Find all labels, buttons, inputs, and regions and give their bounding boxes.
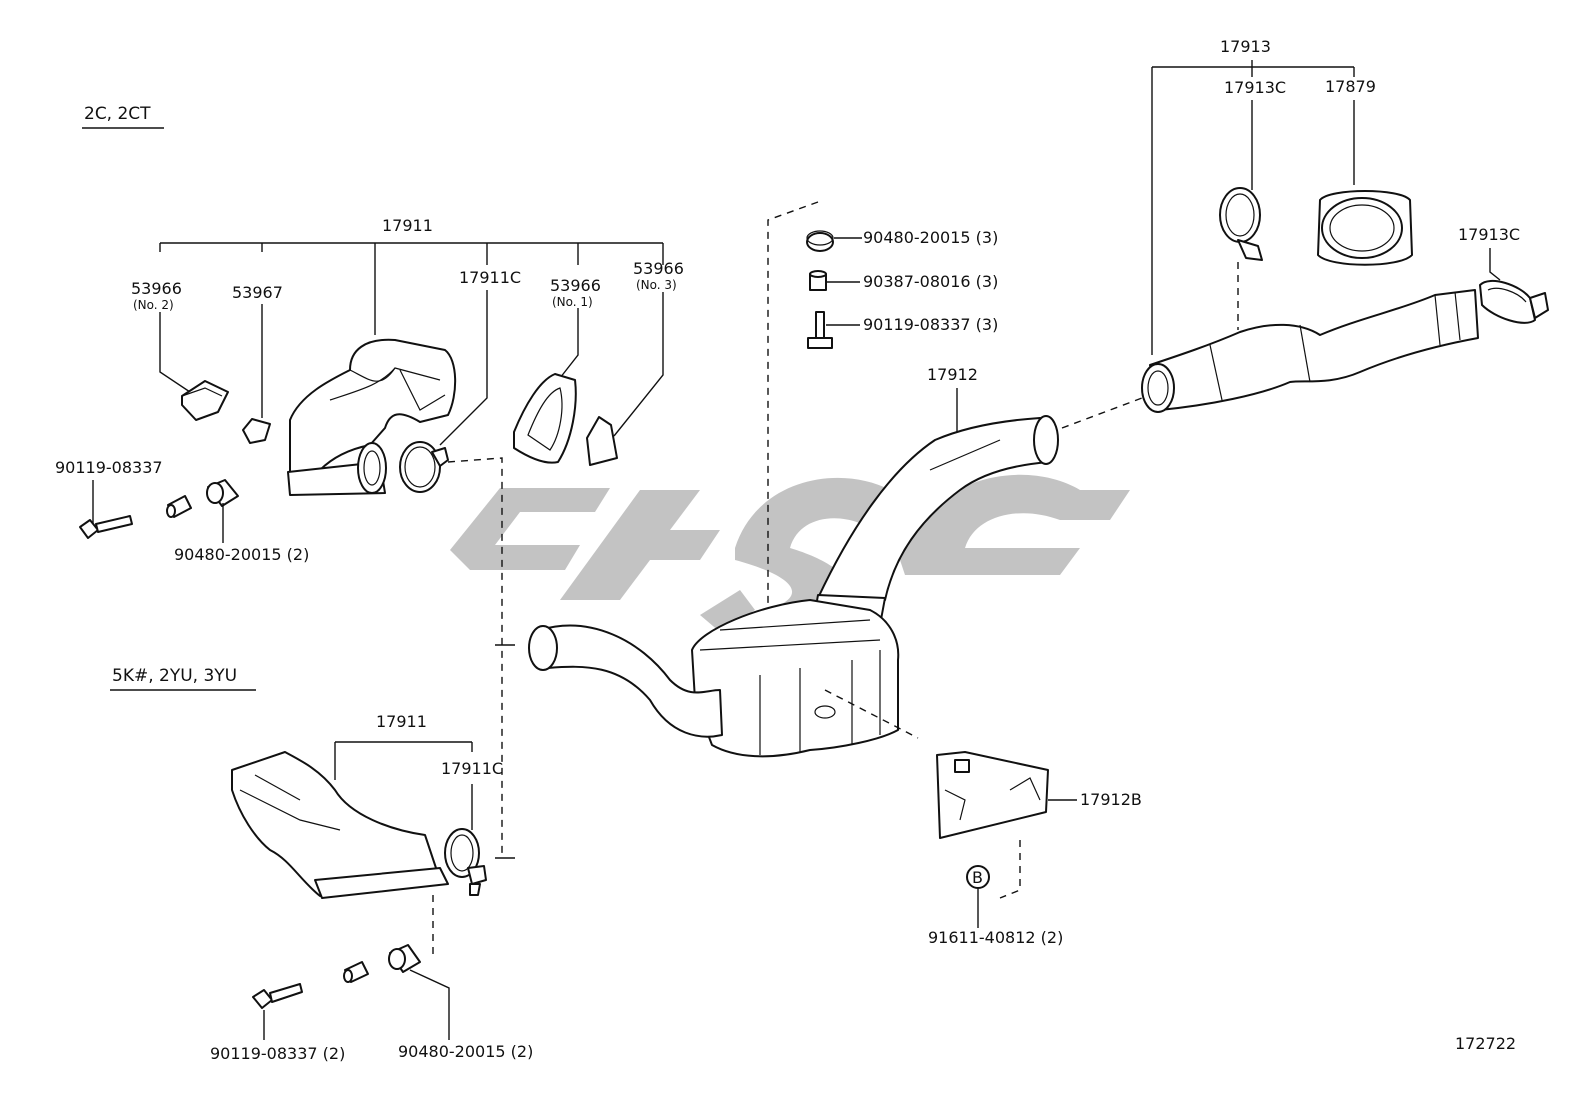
collar-top — [166, 495, 192, 518]
sleeve-17879 — [1317, 190, 1413, 266]
label-17911C-top: 17911C — [459, 268, 521, 287]
label-90480-bottom: 90480-20015 (2) — [398, 1042, 533, 1061]
figure-number: 172722 — [1455, 1034, 1516, 1053]
label-90119-top: 90119-08337 — [55, 458, 163, 477]
label-53966-no1-sub: (No. 1) — [552, 295, 593, 309]
leader-17911-top — [159, 242, 664, 335]
variant-label-top: 2C, 2CT — [84, 104, 151, 124]
label-17912: 17912 — [927, 365, 978, 384]
label-17911-top: 17911 — [382, 216, 433, 235]
bolt-90119-top — [79, 515, 133, 539]
connector-dashed-left — [447, 457, 503, 858]
label-53966-no3: 53966 — [633, 259, 684, 278]
callout-B-letter: B — [972, 868, 983, 887]
leader-17913 — [1151, 60, 1355, 355]
leaders-top-parts — [159, 290, 664, 446]
pad-53966-no2 — [181, 380, 229, 421]
watermark-logo — [450, 474, 1130, 632]
connector-dashed-bracket — [824, 689, 919, 739]
variant-label-bottom: 5K#, 2YU, 3YU — [112, 666, 237, 686]
leader-17913C-b — [1489, 248, 1501, 281]
air-intake-duct-17911-bottom — [231, 751, 449, 899]
connector-dashed-right — [1061, 397, 1143, 429]
label-90480-center: 90480-20015 (3) — [863, 228, 998, 247]
label-17911-bottom: 17911 — [376, 712, 427, 731]
bolt-90119-center — [807, 311, 833, 349]
grommet-90480-bottom — [388, 944, 421, 973]
label-17911C-bottom: 17911C — [441, 759, 503, 778]
hose-clamp-17911C-bottom — [444, 828, 487, 896]
label-53966-no3-sub: (No. 3) — [636, 278, 677, 292]
label-90119-bottom: 90119-08337 (2) — [210, 1044, 345, 1063]
collar-bottom — [343, 961, 369, 983]
label-17879: 17879 — [1325, 77, 1376, 96]
label-91611: 91611-40812 (2) — [928, 928, 1063, 947]
resonator-assembly — [528, 599, 900, 758]
seal-53966-no1 — [513, 373, 577, 464]
bolt-90119-bottom — [252, 983, 303, 1009]
label-17913C-b: 17913C — [1458, 225, 1520, 244]
bracket-17912B — [936, 751, 1049, 839]
pad-53967 — [242, 418, 271, 444]
connector-dashed-center — [767, 201, 819, 612]
grommet-90480-center — [806, 230, 834, 252]
leader-90480-bottom — [409, 969, 450, 1040]
label-90480-top: 90480-20015 (2) — [174, 545, 309, 564]
pad-53966-no3 — [586, 416, 618, 466]
intake-hose-17913 — [1141, 289, 1479, 413]
label-17913: 17913 — [1220, 37, 1271, 56]
grommet-90480-top — [206, 479, 239, 507]
hose-clamp-17911C-top — [399, 441, 449, 493]
label-53966-no1: 53966 — [550, 276, 601, 295]
collar-90387-center — [809, 270, 827, 291]
label-17913C-a: 17913C — [1224, 78, 1286, 97]
label-53967: 53967 — [232, 283, 283, 302]
connector-dashed-bolt-B — [999, 840, 1021, 899]
label-53966-no2: 53966 — [131, 279, 182, 298]
hose-clamp-17913C-b — [1479, 279, 1549, 324]
callout-B: B — [966, 865, 990, 889]
hose-clamp-17913C-a — [1219, 187, 1263, 261]
label-53966-no2-sub: (No. 2) — [133, 298, 174, 312]
label-90387-center: 90387-08016 (3) — [863, 272, 998, 291]
label-17912B: 17912B — [1080, 790, 1142, 809]
air-intake-duct-17911-top — [287, 338, 457, 496]
leader-17911-bottom — [334, 741, 473, 780]
label-90119-center: 90119-08337 (3) — [863, 315, 998, 334]
